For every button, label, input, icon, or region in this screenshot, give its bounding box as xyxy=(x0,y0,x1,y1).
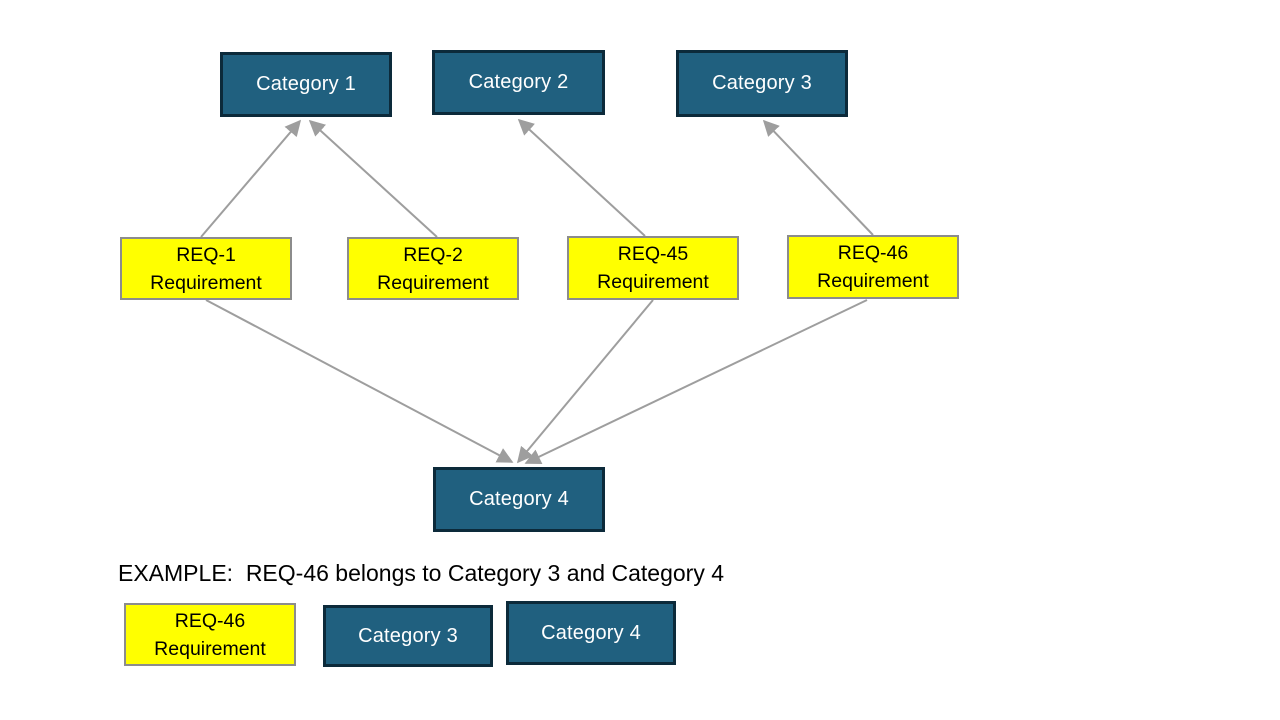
example-caption: EXAMPLE: REQ-46 belongs to Category 3 an… xyxy=(118,560,724,586)
example-category-4-node: Category 4 xyxy=(506,601,676,665)
req-46-node: REQ-46 Requirement xyxy=(787,235,959,299)
arrow-req1-to-cat1 xyxy=(200,119,302,238)
example-req-46-node: REQ-46 Requirement xyxy=(124,603,296,666)
arrow-req46-to-cat4 xyxy=(524,299,868,465)
category-3-node: Category 3 xyxy=(676,50,848,117)
category-4-node: Category 4 xyxy=(433,467,605,532)
req-1-node: REQ-1 Requirement xyxy=(120,237,292,300)
arrow-req1-to-cat4 xyxy=(205,299,514,463)
arrow-req46-to-cat3 xyxy=(762,119,874,236)
example-category-3-node: Category 3 xyxy=(323,605,493,667)
arrow-req45-to-cat4 xyxy=(516,299,654,464)
category-2-node: Category 2 xyxy=(432,50,605,115)
category-1-node: Category 1 xyxy=(220,52,392,117)
req-45-node: REQ-45 Requirement xyxy=(567,236,739,300)
arrow-req45-to-cat2 xyxy=(517,118,646,237)
arrow-req2-to-cat1 xyxy=(308,119,438,238)
req-2-node: REQ-2 Requirement xyxy=(347,237,519,300)
